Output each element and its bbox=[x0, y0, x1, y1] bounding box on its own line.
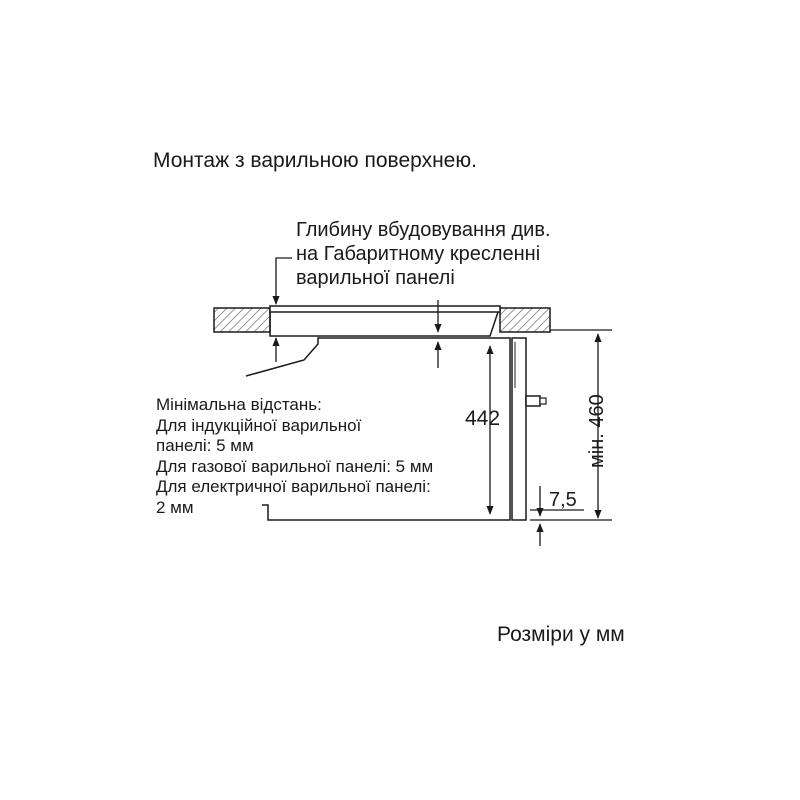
dimension-460-label: мін. 460 bbox=[586, 394, 608, 468]
page-title: Монтаж з варильною поверхнею. bbox=[153, 149, 477, 172]
min-distance-line: Для газової варильної панелі: 5 мм bbox=[156, 456, 434, 476]
worktop-left bbox=[213, 307, 271, 333]
dimension-442-label: 442 bbox=[465, 407, 501, 430]
units-note: Розміри у мм bbox=[497, 623, 625, 646]
min-distance-line: панелі: 5 мм bbox=[156, 436, 254, 455]
hob bbox=[269, 305, 501, 337]
oven bbox=[245, 337, 547, 521]
depth-note-line: на Габаритному кресленні bbox=[296, 243, 541, 265]
worktop-right bbox=[499, 307, 551, 333]
min-distance-line: Для індукційної варильної bbox=[156, 415, 362, 435]
min-distance-note: Мінімальна відстань: Для індукційної вар… bbox=[156, 395, 433, 518]
min-distance-line: Мінімальна відстань: bbox=[156, 395, 322, 414]
min-distance-line: Для електричної варильної панелі: bbox=[156, 477, 431, 496]
depth-note-line: варильної панелі bbox=[296, 267, 455, 289]
dimension-gap-label: 7,5 bbox=[549, 489, 577, 511]
depth-note: Глибину вбудовування див. на Габаритному… bbox=[296, 218, 551, 290]
depth-leader bbox=[272, 257, 292, 305]
depth-note-line: Глибину вбудовування див. bbox=[296, 219, 551, 241]
min-distance-line: 2 мм bbox=[156, 497, 194, 517]
